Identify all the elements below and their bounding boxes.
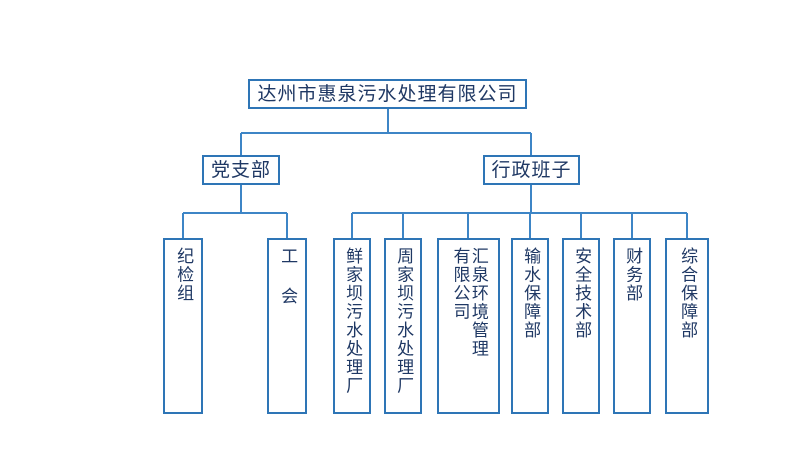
node-finance-dept[interactable]: 财务部 [613,238,651,414]
node-discipline-group[interactable]: 纪检组 [163,238,203,414]
node-safety-technology-dept-label: 安全技术部 [571,247,592,340]
node-huiquan-environment-co-label: 汇泉环境管理 [467,247,488,358]
node-xianjiaba-plant[interactable]: 鲜家坝污水处理厂 [333,238,371,414]
node-labor-union[interactable]: 工 会 [267,238,307,414]
node-party-branch[interactable]: 党支部 [202,155,280,185]
node-huiquan-environment-co-label-col2: 有限公司 [449,247,470,321]
node-xianjiaba-plant-label: 鲜家坝污水处理厂 [342,247,363,395]
node-water-supply-dept-label: 输水保障部 [520,247,541,340]
node-zhoujiaba-plant-label: 周家坝污水处理厂 [393,247,414,395]
node-general-support-dept[interactable]: 综合保障部 [665,238,709,414]
node-root-company[interactable]: 达州市惠泉污水处理有限公司 [248,79,527,109]
node-root-label: 达州市惠泉污水处理有限公司 [257,82,518,105]
node-zhoujiaba-plant[interactable]: 周家坝污水处理厂 [384,238,422,414]
node-water-supply-dept[interactable]: 输水保障部 [511,238,549,414]
node-finance-dept-label: 财务部 [622,247,643,303]
node-general-support-dept-label: 综合保障部 [677,247,698,340]
node-admin-team[interactable]: 行政班子 [483,155,580,185]
node-admin-team-label: 行政班子 [491,158,572,181]
node-party-branch-label: 党支部 [210,158,271,181]
node-safety-technology-dept[interactable]: 安全技术部 [562,238,600,414]
node-labor-union-label: 工 会 [277,247,298,306]
node-discipline-group-label: 纪检组 [173,247,194,303]
node-huiquan-environment-co[interactable]: 有限公司 汇泉环境管理 [437,238,500,414]
